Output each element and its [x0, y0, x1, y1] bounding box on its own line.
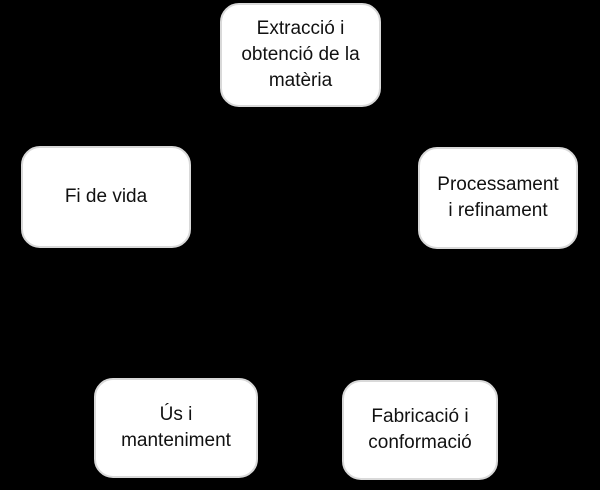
node-us-i-manteniment: Ús i manteniment — [94, 378, 258, 478]
node-extraccio-i-obtencio: Extracció i obtenció de la matèria — [220, 3, 381, 107]
node-fabricacio-i-conformacio: Fabricació i conformació — [342, 380, 498, 480]
node-fi-de-vida: Fi de vida — [21, 146, 191, 248]
node-processament-i-refinament: Processament i refinament — [418, 147, 578, 249]
